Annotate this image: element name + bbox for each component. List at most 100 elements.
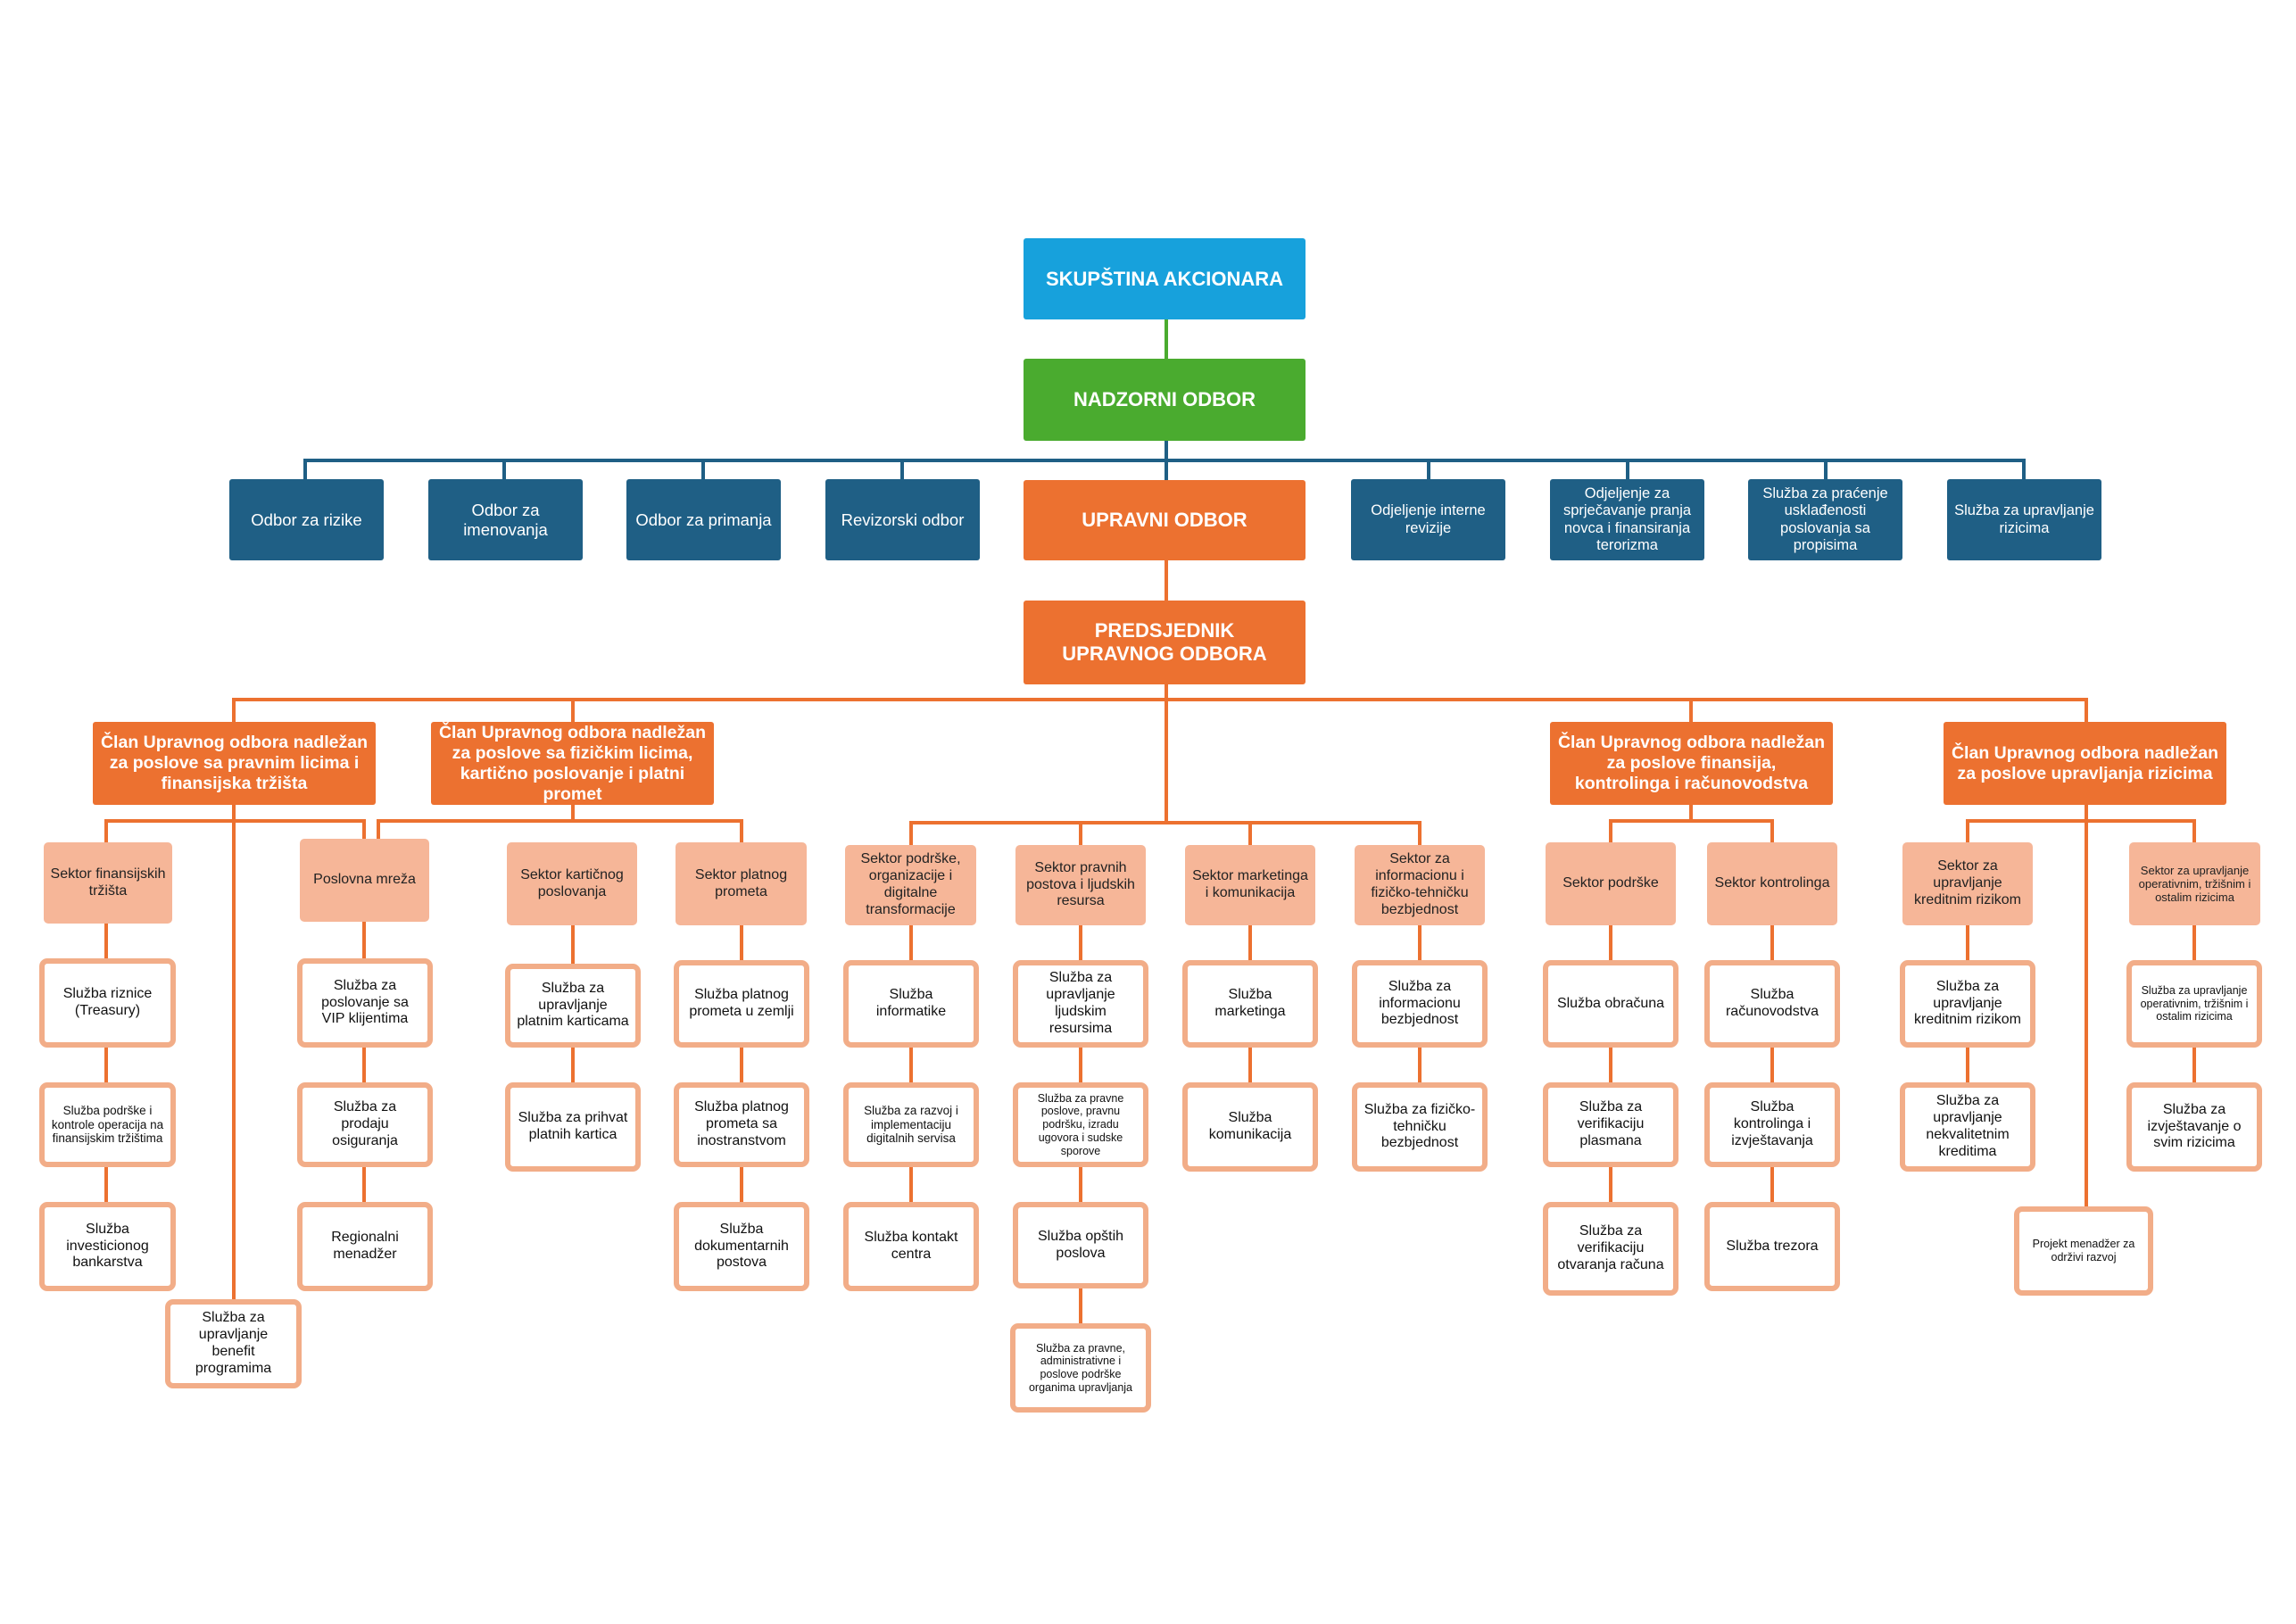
service-sustainability-pm-label: Projekt menadžer za održivi razvoj <box>2032 1238 2135 1264</box>
service-communication: Služba komunikacija <box>1182 1082 1318 1172</box>
service-physical-security-label: Služba za fizičko-tehničku bezbjednost <box>1364 1101 1476 1151</box>
sector-controlling-label: Sektor kontrolinga <box>1714 875 1830 891</box>
service-treasury: Služba riznice (Treasury) <box>39 958 176 1048</box>
service-treasury-vault-label: Služba trezora <box>1726 1238 1819 1254</box>
compliance-service-box: Služba za praćenje usklađenosti poslovan… <box>1748 479 1902 560</box>
service-controlling-reporting-label: Služba kontrolinga i izvještavanja <box>1731 1099 1813 1148</box>
sector-info-security-label: Sektor za informacionu i fizičko-tehničk… <box>1371 851 1469 917</box>
service-investment-banking: Služba investicionog bankarstva <box>39 1202 176 1291</box>
president-box: PREDSJEDNIK UPRAVNOG ODBORA <box>1024 601 1305 684</box>
service-hr: Služba za upravljanje ljudskim resursima <box>1013 960 1148 1048</box>
compliance-service-label: Služba za praćenje usklađenosti poslovan… <box>1762 485 1888 553</box>
management-board-box: UPRAVNI ODBOR <box>1024 480 1305 560</box>
service-card-management-label: Služba za upravljanje platnim karticama <box>517 980 629 1030</box>
service-investment-banking-label: Služba investicionog bankarstva <box>66 1221 149 1271</box>
service-risk-reporting: Služba za izvještavanje o svim rizicima <box>2126 1082 2262 1172</box>
member-legal-entities-label: Član Upravnog odbora nadležan za poslove… <box>100 733 369 793</box>
supervisory-board-box: NADZORNI ODBOR <box>1024 359 1305 441</box>
service-operational-risk: Služba za upravljanje operativnim, tržiš… <box>2126 960 2262 1048</box>
service-domestic-payments-label: Služba platnog prometa u zemlji <box>689 987 794 1019</box>
member-individuals-box: Član Upravnog odbora nadležan za poslove… <box>431 722 714 805</box>
service-regional-managers-label: Regionalni menadžer <box>331 1230 399 1262</box>
service-vip-clients: Služba za poslovanje sa VIP klijentima <box>297 958 433 1048</box>
shareholders-assembly-box: SKUPŠTINA AKCIONARA <box>1024 238 1305 319</box>
service-card-management: Služba za upravljanje platnim karticama <box>505 964 641 1048</box>
management-board-label: UPRAVNI ODBOR <box>1082 509 1247 532</box>
service-marketing: Služba marketinga <box>1182 960 1318 1048</box>
service-it-label: Služba informatike <box>875 987 947 1019</box>
sector-legal-hr: Sektor pravnih postova i ljudskih resurs… <box>1015 845 1146 925</box>
appointments-committee-box: Odbor za imenovanja <box>428 479 583 560</box>
service-credit-risk: Služba za upravljanje kreditnim rizikom <box>1900 960 2035 1048</box>
service-operational-risk-label: Služba za upravljanje operativnim, tržiš… <box>2140 983 2249 1023</box>
service-accounting-calc-label: Služba obračuna <box>1556 995 1665 1011</box>
member-risk-box: Član Upravnog odbora nadležan za poslove… <box>1944 722 2226 805</box>
aml-department-box: Odjeljenje za sprječavanje pranja novca … <box>1550 479 1704 560</box>
service-communication-label: Služba komunikacija <box>1208 1110 1292 1142</box>
service-legal-support: Služba za pravne poslove, pravnu podršku… <box>1013 1082 1148 1167</box>
service-accounting-calc: Služba obračuna <box>1543 960 1678 1048</box>
service-controlling-reporting: Služba kontrolinga i izvještavanja <box>1704 1082 1840 1167</box>
service-foreign-payments: Služba platnog prometa sa inostranstvom <box>674 1082 809 1167</box>
member-finance-label: Član Upravnog odbora nadležan za poslove… <box>1557 733 1826 793</box>
shareholders-label: SKUPŠTINA AKCIONARA <box>1045 267 1284 290</box>
service-information-security-label: Služba za informacionu bezbjednost <box>1379 978 1461 1028</box>
sector-financial-markets-label: Sektor finansijskih tržišta <box>50 866 166 899</box>
sector-marketing-comm: Sektor marketinga i komunikacija <box>1185 845 1315 925</box>
sector-support-org-digital: Sektor podrške, organizacije i digitalne… <box>845 845 976 925</box>
service-benefit-programs-label: Služba za upravljanje benefit programima <box>195 1310 272 1376</box>
remuneration-committee-label: Odbor za primanja <box>635 510 772 529</box>
internal-audit-box: Odjeljenje interne revizije <box>1351 479 1505 560</box>
service-documentary-label: Služba dokumentarnih postova <box>694 1221 789 1271</box>
service-digital-services-label: Služba za razvoj i implementaciju digita… <box>864 1103 958 1146</box>
service-card-acquiring: Služba za prihvat platnih kartica <box>505 1082 641 1172</box>
service-insurance-sales: Služba za prodaju osiguranja <box>297 1082 433 1167</box>
service-legal-support-label: Služba za pravne poslove, pravnu podršku… <box>1037 1091 1124 1157</box>
service-account-opening-label: Služba za verifikaciju otvaranja računa <box>1557 1223 1664 1272</box>
sector-payments-label: Sektor platnog prometa <box>694 866 788 899</box>
supervisory-board-label: NADZORNI ODBOR <box>1073 388 1256 411</box>
service-domestic-payments: Služba platnog prometa u zemlji <box>674 960 809 1048</box>
sector-legal-hr-label: Sektor pravnih postova i ljudskih resurs… <box>1026 859 1135 909</box>
service-general-affairs: Služba opštih poslova <box>1013 1202 1148 1288</box>
aml-department-label: Odjeljenje za sprječavanje pranja novca … <box>1562 485 1692 553</box>
service-benefit-programs: Služba za upravljanje benefit programima <box>165 1299 302 1388</box>
sector-support: Sektor podrške <box>1546 842 1676 925</box>
sector-info-security: Sektor za informacionu i fizičko-tehničk… <box>1355 845 1485 925</box>
service-insurance-sales-label: Služba za prodaju osiguranja <box>332 1099 398 1148</box>
service-information-security: Služba za informacionu bezbjednost <box>1352 960 1488 1048</box>
service-accounting: Služba računovodstva <box>1704 960 1840 1048</box>
sector-payments: Sektor platnog prometa <box>676 842 807 925</box>
service-it: Služba informatike <box>843 960 979 1048</box>
service-physical-security: Služba za fizičko-tehničku bezbjednost <box>1352 1082 1488 1172</box>
appointments-committee-label: Odbor za imenovanja <box>463 500 548 539</box>
service-vip-clients-label: Služba za poslovanje sa VIP klijentima <box>321 977 409 1027</box>
service-ops-support: Služba podrške i kontrole operacija na f… <box>39 1082 176 1167</box>
service-treasury-vault: Služba trezora <box>1704 1202 1840 1291</box>
service-loan-verification-label: Služba za verifikaciju plasmana <box>1577 1099 1645 1148</box>
service-regional-managers: Regionalni menadžer <box>297 1202 433 1291</box>
sector-financial-markets: Sektor finansijskih tržišta <box>44 842 172 924</box>
service-npl-label: Služba za upravljanje nekvalitetnim kred… <box>1926 1093 2010 1159</box>
service-sustainability-pm: Projekt menadžer za održivi razvoj <box>2014 1206 2153 1296</box>
committee-connectors <box>303 441 2026 480</box>
service-credit-risk-label: Služba za upravljanje kreditnim rizikom <box>1913 978 2021 1028</box>
service-card-acquiring-label: Služba za prihvat platnih kartica <box>518 1110 628 1142</box>
sector-credit-risk: Sektor za upravljanje kreditnim rizikom <box>1902 842 2033 925</box>
service-governance-support-label: Služba za pravne, administrativne i posl… <box>1028 1341 1133 1394</box>
service-ops-support-label: Služba podrške i kontrole operacija na f… <box>51 1103 164 1146</box>
audit-committee-box: Revizorski odbor <box>825 479 980 560</box>
sector-business-network-label: Poslovna mreža <box>313 872 416 888</box>
service-npl: Služba za upravljanje nekvalitetnim kred… <box>1900 1082 2035 1172</box>
member-legal-entities-box: Član Upravnog odbora nadležan za poslove… <box>93 722 376 805</box>
risk-committee-label: Odbor za rizike <box>251 510 362 529</box>
service-loan-verification: Služba za verifikaciju plasmana <box>1543 1082 1678 1167</box>
president-label: PREDSJEDNIK UPRAVNOG ODBORA <box>1062 619 1267 665</box>
service-risk-reporting-label: Služba za izvještavanje o svim rizicima <box>2147 1101 2242 1151</box>
sector-operational-risk: Sektor za upravljanje operativnim, tržiš… <box>2129 842 2260 925</box>
remuneration-committee-box: Odbor za primanja <box>626 479 781 560</box>
sector-card-business: Sektor kartičnog poslovanja <box>507 842 637 925</box>
sector-credit-risk-label: Sektor za upravljanje kreditnim rizikom <box>1913 858 2021 907</box>
service-accounting-label: Služba računovodstva <box>1725 987 1819 1019</box>
internal-audit-label: Odjeljenje interne revizije <box>1371 502 1486 536</box>
